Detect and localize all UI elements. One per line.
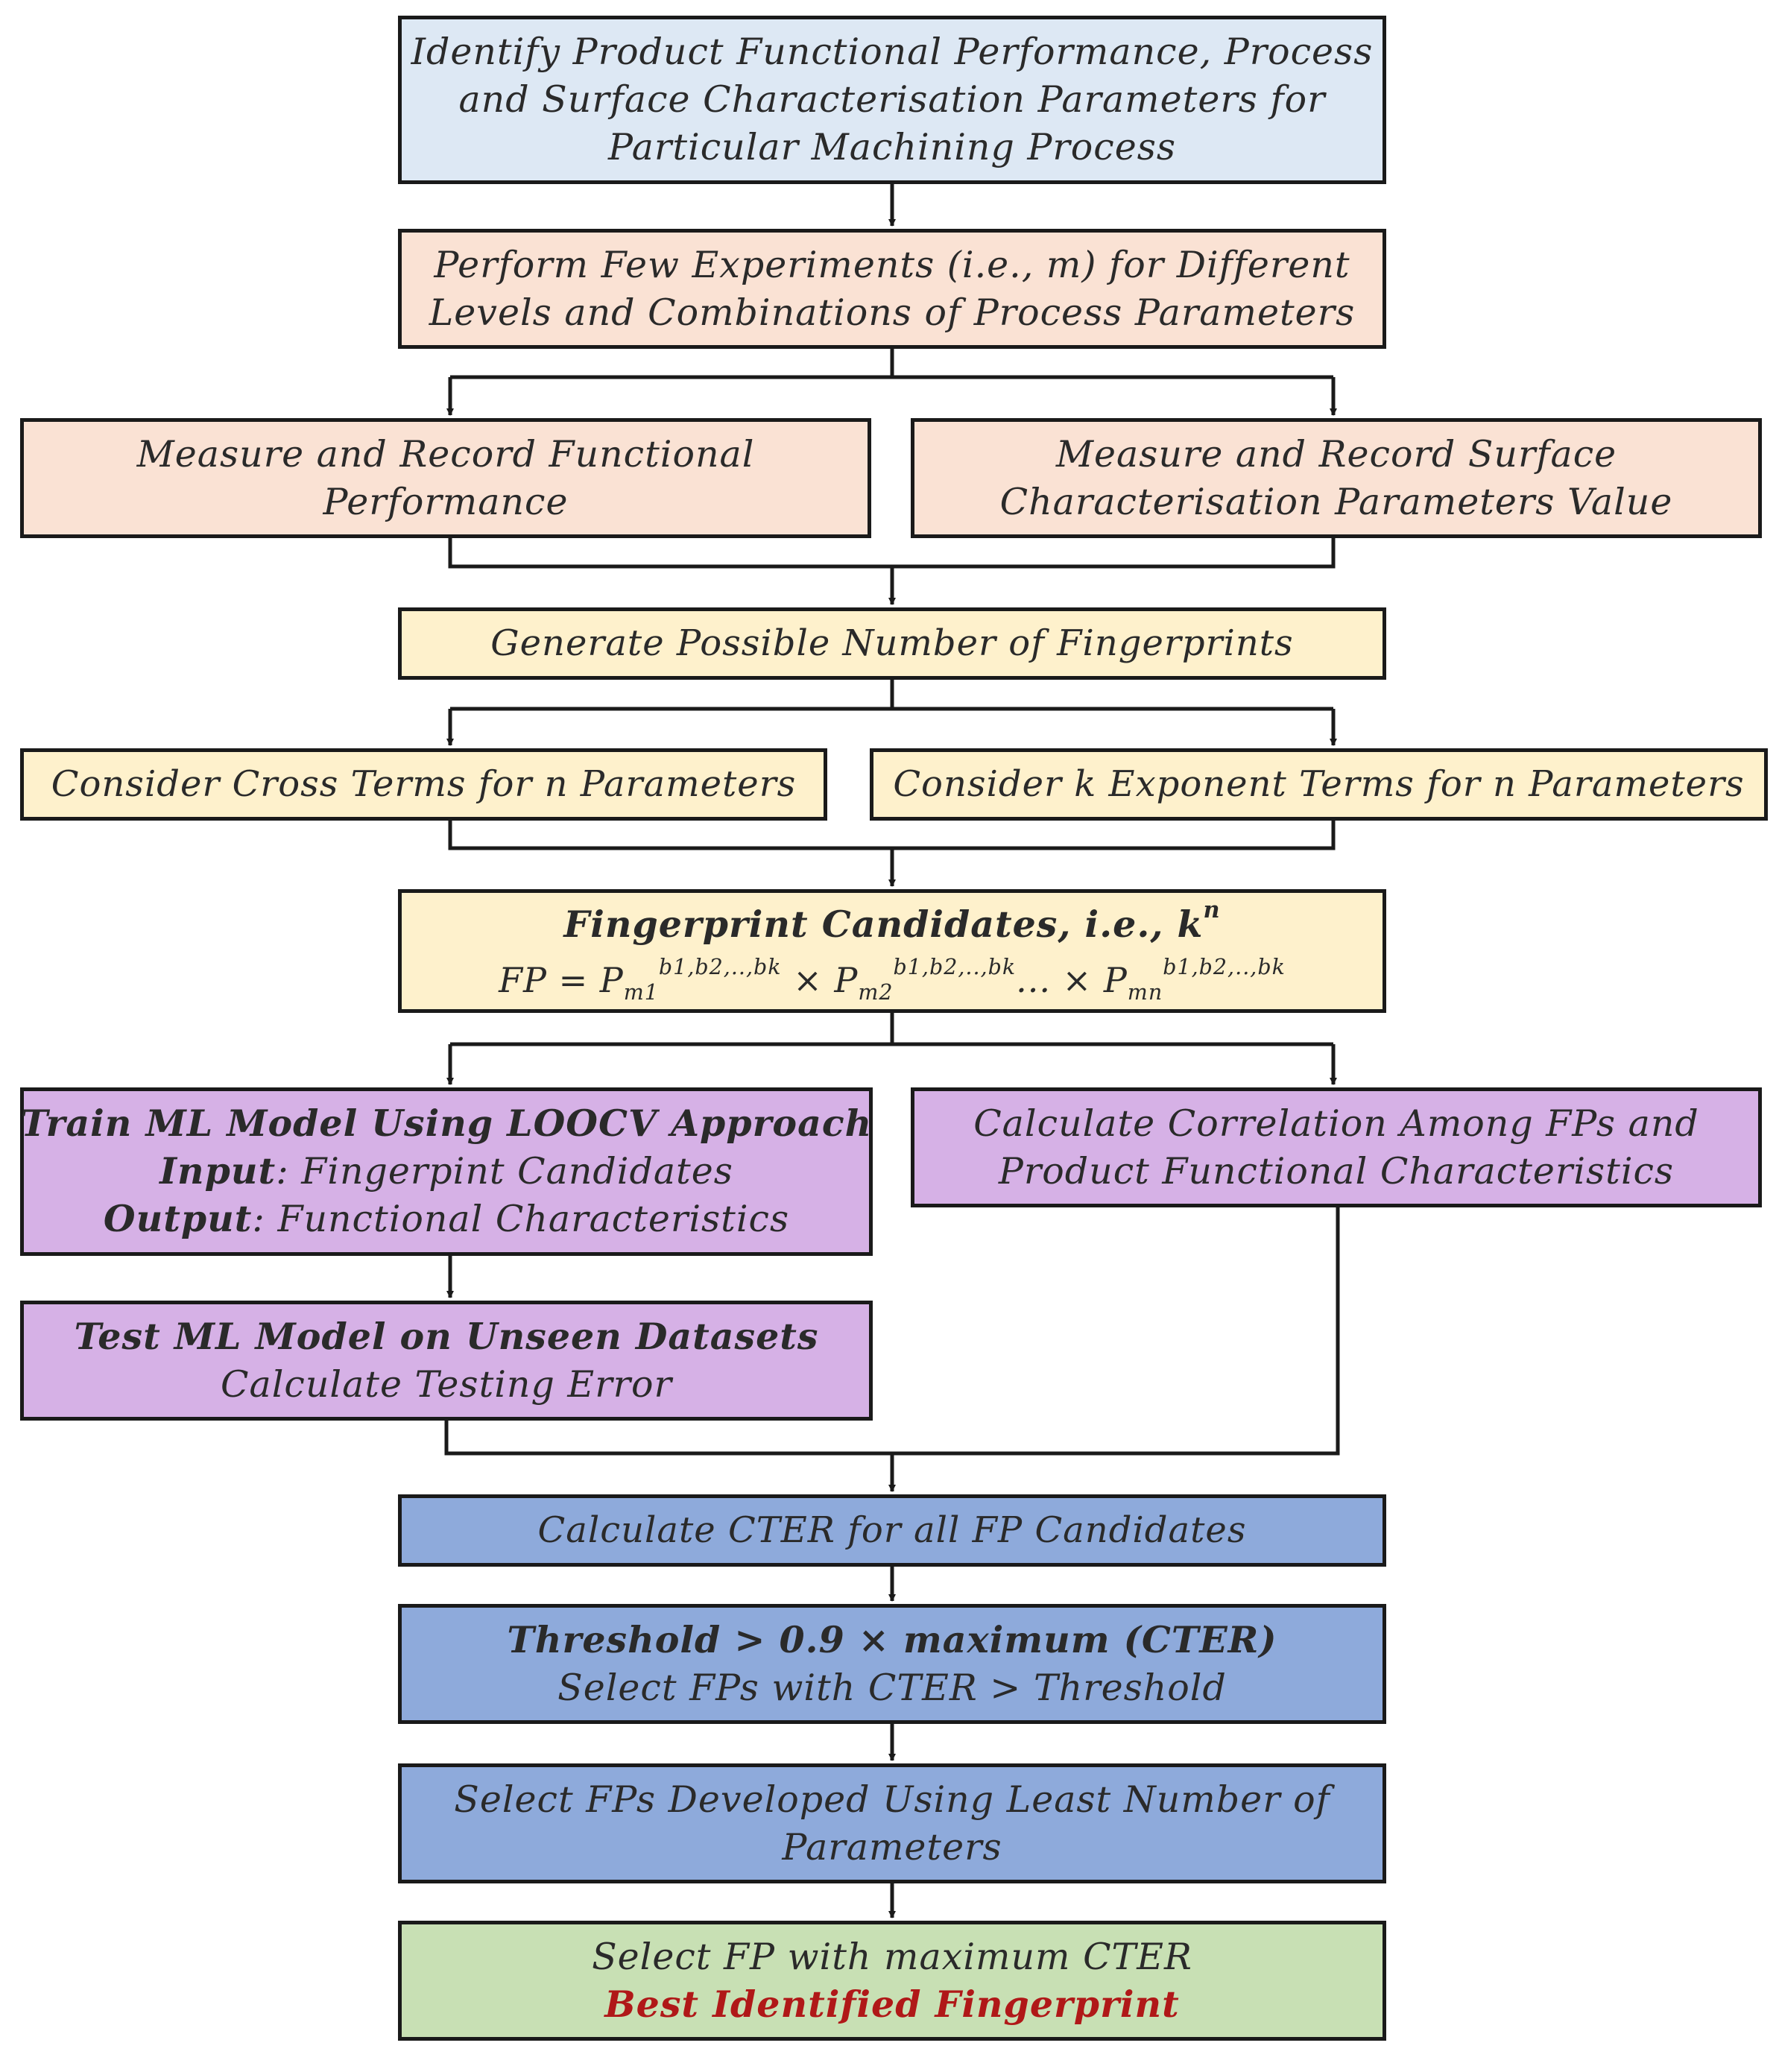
cross-terms-box: Consider Cross Terms for n Parameters <box>20 748 827 821</box>
train-ml-model-box: Train ML Model Using LOOCV Approach Inpu… <box>20 1087 873 1256</box>
exponent-terms-box: Consider k Exponent Terms for n Paramete… <box>870 748 1768 821</box>
train-output: Output: Functional Characteristics <box>103 1196 790 1240</box>
measure-surface-box: Measure and Record Surface Characterisat… <box>911 418 1762 538</box>
perform-experiments-box: Perform Few Experiments (i.e., m) for Di… <box>398 229 1386 349</box>
box-text: Consider Cross Terms for n Parameters <box>51 763 797 806</box>
train-input: Input: Fingerpint Candidates <box>159 1149 733 1193</box>
train-title: Train ML Model Using LOOCV Approach <box>20 1102 873 1146</box>
split-generate <box>450 680 1333 711</box>
box-text: Perform Few Experiments (i.e., m) for Di… <box>434 243 1350 286</box>
best-fingerprint-box: Select FP with maximum CTER Best Identif… <box>398 1921 1386 2041</box>
calculate-correlation-box: Calculate Correlation Among FPs and Prod… <box>911 1087 1762 1207</box>
box-text: Particular Machining Process <box>607 125 1177 168</box>
box-text: Parameters <box>782 1825 1002 1869</box>
calculate-cter-box: Calculate CTER for all FP Candidates <box>398 1494 1386 1567</box>
merge-terms <box>448 821 1336 850</box>
box-text: Characterisation Parameters Value <box>999 480 1673 523</box>
box-text: Calculate CTER for all FP Candidates <box>537 1509 1247 1552</box>
box-text: Measure and Record Surface <box>1055 432 1617 476</box>
box-text: Levels and Combinations of Process Param… <box>429 291 1356 334</box>
threshold-title: Threshold > 0.9 × maximum (CTER) <box>507 1617 1277 1661</box>
box-text: Calculate Correlation Among FPs and <box>973 1102 1699 1145</box>
identify-parameters-box: Identify Product Functional Performance,… <box>398 16 1386 184</box>
threshold-box: Threshold > 0.9 × maximum (CTER) Select … <box>398 1604 1386 1724</box>
best-fingerprint-label: Best Identified Fingerprint <box>604 1982 1180 2026</box>
merge-measurements <box>448 538 1336 569</box>
box-text: Identify Product Functional Performance,… <box>411 31 1374 74</box>
test-subtitle: Calculate Testing Error <box>221 1362 672 1406</box>
fingerprint-formula: FP = Pm1b1,b2,..,bk × Pm2b1,b2,..,bk... … <box>499 954 1286 1005</box>
measure-functional-box: Measure and Record Functional Performanc… <box>20 418 871 538</box>
split-candidates <box>450 1013 1333 1046</box>
box-text: Generate Possible Number of Fingerprints <box>490 622 1294 665</box>
box-text: Measure and Record Functional <box>136 432 755 476</box>
candidates-title: Fingerprint Candidates, i.e., kn <box>563 897 1221 946</box>
threshold-subtitle: Select FPs with CTER > Threshold <box>557 1666 1227 1709</box>
least-parameters-box: Select FPs Developed Using Least Number … <box>398 1763 1386 1883</box>
test-ml-model-box: Test ML Model on Unseen Datasets Calcula… <box>20 1301 873 1421</box>
box-text: and Surface Characterisation Parameters … <box>458 78 1326 121</box>
fingerprint-candidates-box: Fingerprint Candidates, i.e., kn FP = Pm… <box>398 889 1386 1013</box>
test-title: Test ML Model on Unseen Datasets <box>74 1314 819 1358</box>
split-experiments <box>450 349 1333 379</box>
box-text: Select FPs Developed Using Least Number … <box>454 1778 1330 1821</box>
final-text: Select FP with maximum CTER <box>592 1935 1192 1978</box>
box-text: Consider k Exponent Terms for n Paramete… <box>893 763 1745 806</box>
box-text: Product Functional Characteristics <box>998 1149 1675 1193</box>
generate-fingerprints-box: Generate Possible Number of Fingerprints <box>398 607 1386 680</box>
box-text: Performance <box>323 480 569 523</box>
